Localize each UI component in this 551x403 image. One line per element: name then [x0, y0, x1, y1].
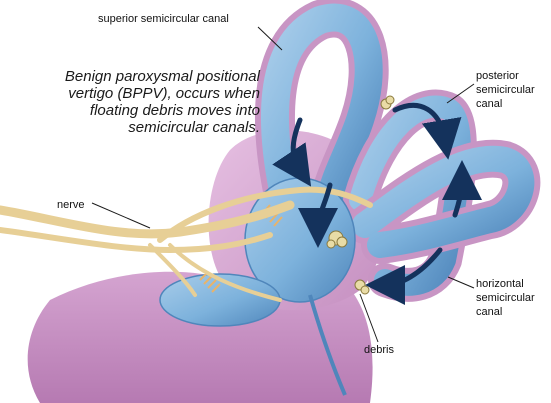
- cochlear-duct: [160, 274, 280, 326]
- label-line: horizontal: [476, 277, 535, 291]
- caption-line: vertigo (BPPV), occurs when: [60, 85, 260, 102]
- label-line: posterior: [476, 69, 535, 83]
- label-posterior-canal: posterior semicircular canal: [476, 69, 535, 111]
- label-line: canal: [476, 97, 535, 111]
- caption-line: Benign paroxysmal positional: [60, 68, 260, 85]
- caption: Benign paroxysmal positional vertigo (BP…: [60, 68, 260, 136]
- label-superior-canal: superior semicircular canal: [98, 12, 229, 26]
- caption-line: semicircular canals.: [60, 119, 260, 136]
- label-nerve: nerve: [57, 198, 85, 212]
- caption-line: floating debris moves into: [60, 102, 260, 119]
- label-debris: debris: [364, 343, 394, 357]
- label-line: semicircular: [476, 83, 535, 97]
- label-line: canal: [476, 305, 535, 319]
- label-horizontal-canal: horizontal semicircular canal: [476, 277, 535, 319]
- label-line: semicircular: [476, 291, 535, 305]
